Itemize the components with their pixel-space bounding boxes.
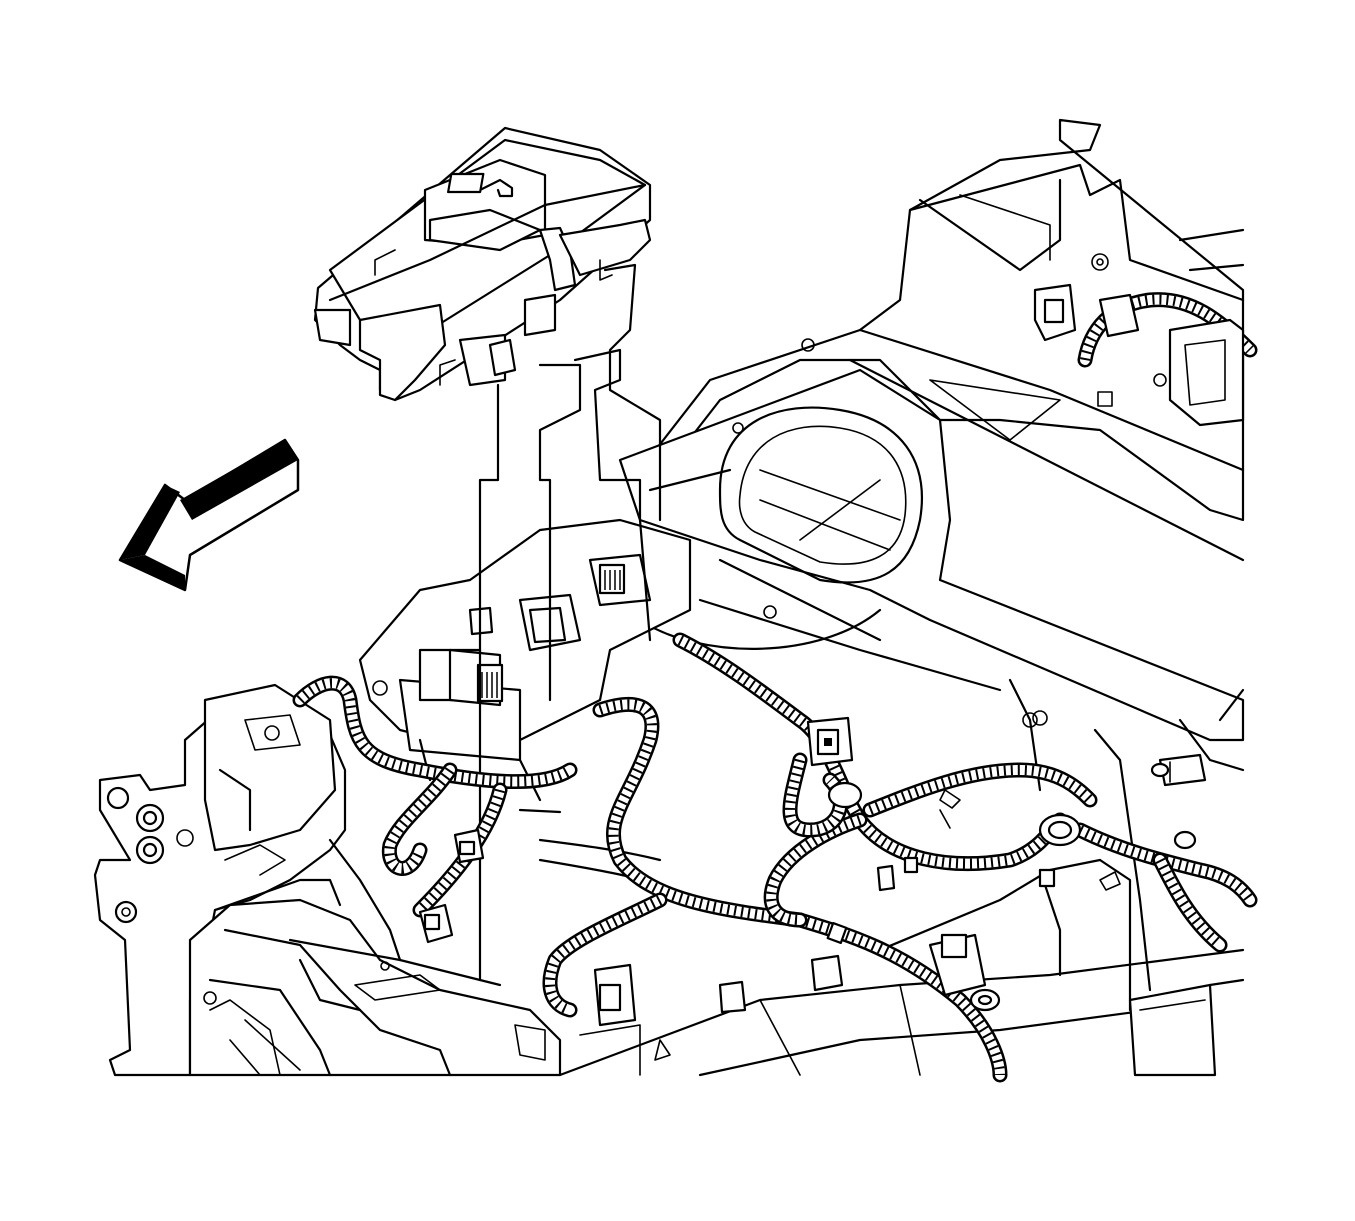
lower-right-structure (558, 678, 1245, 1077)
harness-connectors (418, 716, 1197, 1027)
main-wiring-harness (292, 632, 1258, 1083)
fuse-block-bracket (358, 518, 692, 802)
underhood-fuse-block (313, 126, 652, 402)
upper-body-rail (638, 118, 1245, 562)
cross-member (618, 368, 1245, 742)
upper-right-harness (1033, 228, 1258, 427)
radiator-support (93, 683, 402, 1077)
lower-front-structure (188, 898, 562, 1077)
front-direction-arrow-icon (118, 438, 300, 592)
exploded-view-guides (478, 263, 662, 982)
